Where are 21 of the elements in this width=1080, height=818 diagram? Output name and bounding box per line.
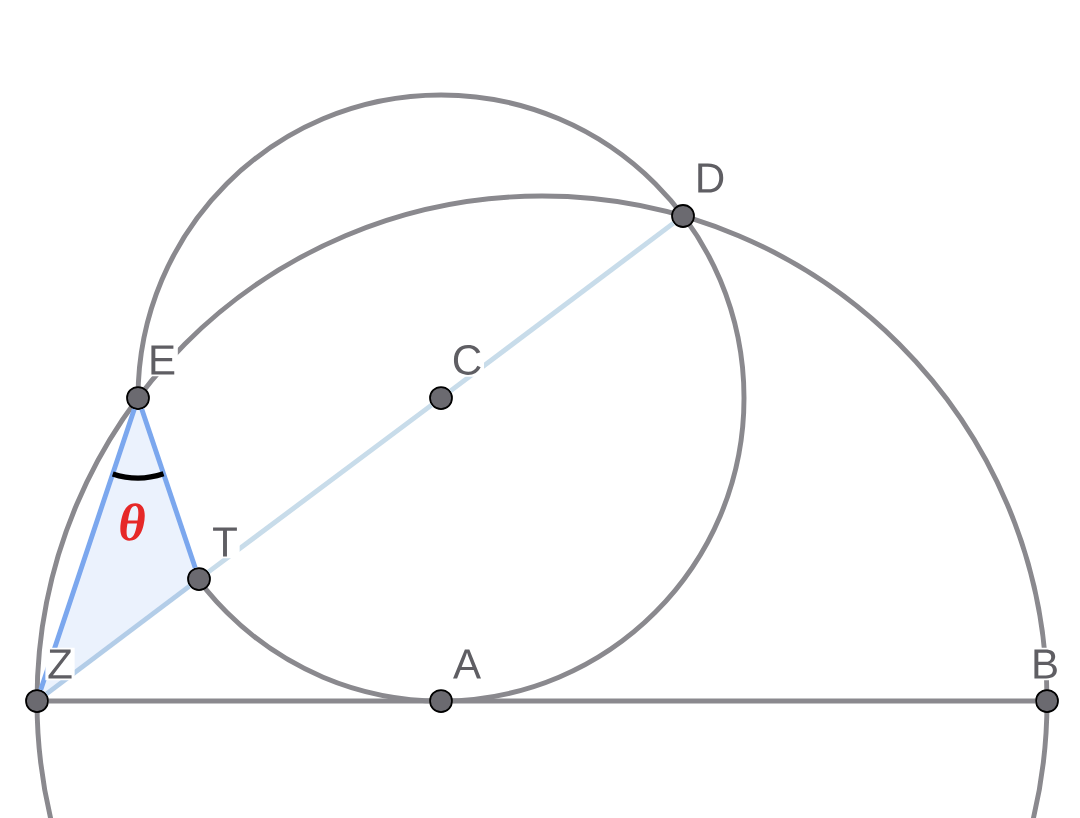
- angle-label: θ: [120, 503, 145, 541]
- line-segment: [48, 698, 430, 704]
- point: [429, 689, 453, 713]
- point: [187, 567, 211, 591]
- point-label: T: [210, 525, 240, 559]
- line-segment: [449, 221, 675, 393]
- point: [1035, 689, 1059, 713]
- line-segment: [45, 584, 191, 696]
- point: [25, 689, 49, 713]
- point-label: C: [450, 343, 484, 377]
- line-segment: [207, 403, 433, 574]
- point-label: A: [451, 647, 483, 681]
- line-segment: [38, 408, 137, 691]
- point-label: D: [693, 161, 727, 195]
- point: [671, 204, 695, 228]
- point: [126, 386, 150, 410]
- point-label: B: [1029, 647, 1061, 681]
- point-label: E: [146, 343, 178, 377]
- point: [429, 386, 453, 410]
- line-segment: [139, 408, 198, 569]
- point-label: Z: [45, 647, 75, 681]
